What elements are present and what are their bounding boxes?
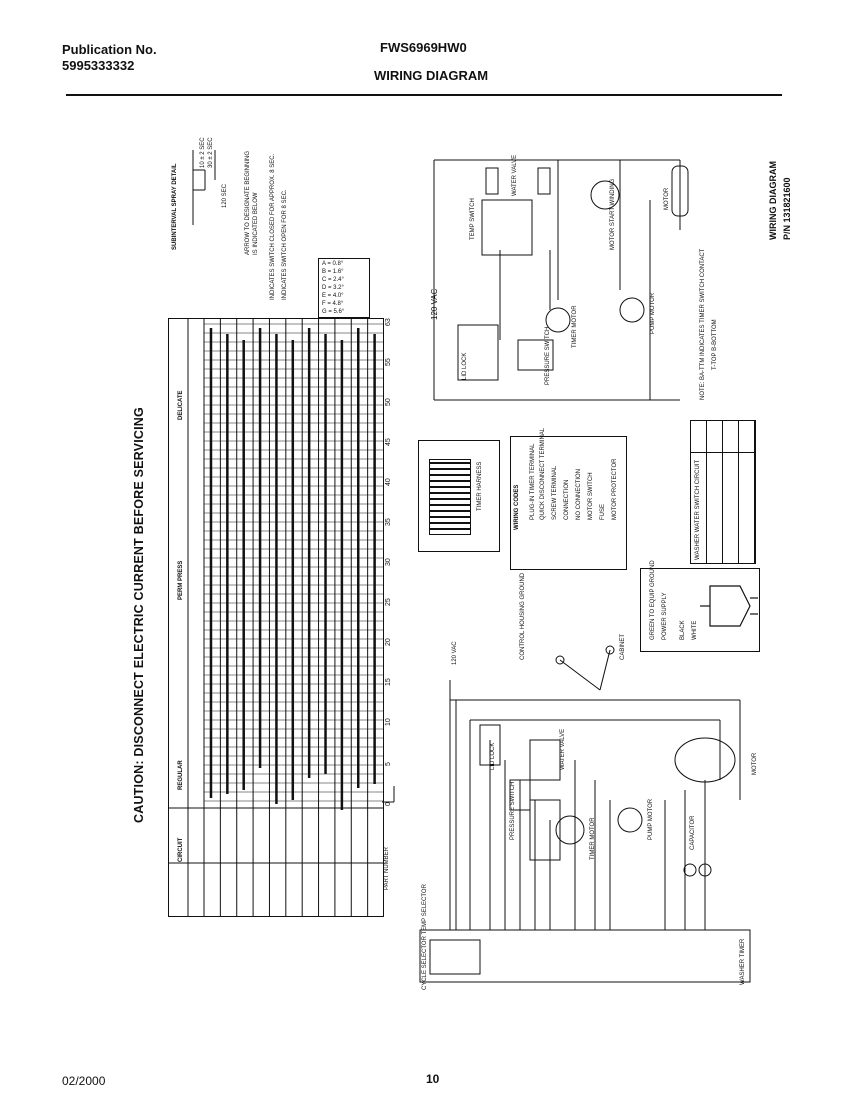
wiring-lid-lock: LID LOCK (490, 742, 496, 770)
spray-off: 120 SEC (222, 183, 228, 208)
chart-circuit-header: CIRCUIT (178, 837, 184, 862)
chart-cam-bar (340, 340, 344, 810)
header-rule (66, 94, 782, 96)
wiring-code-5: NO CONNECTION (576, 469, 582, 520)
wiring-capacitor: CAPACITOR (690, 815, 696, 850)
publication-number: 5995333332 (62, 58, 135, 73)
chart-cam-bar (209, 328, 213, 798)
wiring-motor: MOTOR (752, 752, 758, 775)
spray-on-1: 10 ± 2 SEC (200, 137, 206, 168)
power-cord-label: 120 VAC (452, 641, 458, 665)
legend-note-1: INDICATES SWITCH CLOSED FOR APPROX. 8 SE… (270, 153, 276, 300)
wiring-pictorial (419, 645, 751, 983)
chart-step-label: 5 (385, 762, 392, 766)
chart-pointer-arrow (382, 786, 395, 803)
spray-note-2: IS INDICATED BELOW (253, 192, 259, 255)
chart-step-label: 30 (385, 558, 392, 566)
spray-detail (192, 150, 216, 225)
chart-cam-bar (307, 328, 311, 778)
schematic-line-voltage: 120 VAC (430, 288, 439, 320)
schematic-pn: P/N 131821600 (782, 177, 792, 240)
wiring-water-valve: WATER VALVE (560, 728, 566, 770)
wiring-code-7: FUSE (600, 503, 606, 520)
schematic-motor-start: MOTOR START WINDING (610, 178, 616, 250)
publication-label: Publication No. (62, 42, 157, 57)
wiring-code-8: MOTOR PROTECTOR (612, 458, 618, 520)
knob-table: A = 0.8° B = 1.6° C = 2.4° D = 3.2° E = … (318, 258, 370, 318)
schematic-title: WIRING DIAGRAM (768, 161, 778, 240)
schematic-motor: MOTOR (664, 187, 670, 210)
timer-chart: 0 5 10 15 20 25 30 35 40 45 50 55 63 (168, 318, 392, 917)
spray-on-2: 30 ± 2 SEC (208, 137, 214, 168)
model-number: FWS6969HW0 (380, 40, 467, 55)
chart-step-label: 45 (385, 438, 392, 446)
chart-cam-bar (291, 340, 295, 800)
wiring-code-4: CONNECTION (564, 479, 570, 520)
timer-harness: TIMER HARNESS (418, 440, 500, 552)
chart-step-label: 10 (385, 718, 392, 726)
wiring-cabinet: CABINET (620, 633, 626, 660)
chart-section-regular: REGULAR (178, 760, 184, 790)
wiring-cycle-selector: CYCLE SELECTOR TEMP SELECTOR (422, 884, 428, 990)
schematic-diagram (433, 159, 689, 401)
wiring-code-2: QUICK DISCONNECT TERMINAL (540, 427, 546, 520)
wiring-code-1: PLUG-IN TIMER TERMINAL (530, 443, 536, 520)
chart-section-delicate: DELICATE (178, 390, 184, 420)
schematic-timer-motor: TIMER MOTOR (572, 305, 578, 348)
schematic-pressure-switch: PRESSURE SWITCH (545, 326, 551, 385)
chart-step-label: 15 (385, 678, 392, 686)
footer-date: 02/2000 (62, 1074, 106, 1088)
wiring-control-ground: CONTROL HOUSING GROUND (520, 572, 526, 660)
chart-cam-bar (242, 340, 245, 790)
chart-cam-bar (373, 334, 376, 784)
switch-table (690, 420, 756, 564)
wiring-timer-motor: TIMER MOTOR (590, 817, 596, 860)
wiring-codes-title: WIRING CODES (514, 484, 520, 530)
caution-text: CAUTION: DISCONNECT ELECTRIC CURRENT BEF… (132, 407, 146, 823)
chart-cam-bar (226, 334, 229, 794)
chart-cam-bar (324, 334, 327, 774)
schematic-water-valve: WATER VALVE (512, 154, 518, 196)
wiring-pump-motor: PUMP MOTOR (648, 798, 654, 840)
chart-cam-bar (258, 328, 262, 768)
page-number: 10 (426, 1072, 440, 1086)
page-title: WIRING DIAGRAM (374, 68, 489, 83)
chart-step-label: 35 (385, 518, 392, 526)
schematic-note: NOTE: BA-TTM INDICATES TIMER SWITCH CONT… (700, 248, 706, 400)
schematic-pump-motor: PUMP MOTOR (650, 292, 656, 334)
switch-table-title: WASHER WATER SWITCH CIRCUIT (695, 459, 701, 560)
spray-detail-title: SUBINTERVAL SPRAY DETAIL (172, 163, 178, 250)
chart-step-label: 25 (385, 598, 392, 606)
schematic-note-2: T-TOP B-BOTTOM (712, 319, 718, 370)
chart-section-perm-press: PERM PRESS (178, 560, 184, 600)
chart-step-label: 63 (385, 318, 392, 326)
plug-icon (700, 585, 758, 627)
chart-cam-bar (275, 334, 278, 804)
wiring-code-6: MOTOR SWITCH (588, 472, 594, 520)
wiring-washer-timer: WASHER TIMER (740, 938, 746, 985)
chart-step-label: 55 (385, 358, 392, 366)
legend-note-2: INDICATES SWITCH OPEN FOR 8 SEC. (282, 189, 288, 300)
plug-detail-box (640, 568, 760, 652)
spray-note-1: ARROW TO DESIGNATE BEGINNING (245, 150, 251, 255)
wiring-pressure-switch: PRESSURE SWITCH (510, 781, 516, 840)
chart-step-label: 40 (385, 478, 392, 486)
schematic-temp-switch: TEMP SWITCH (470, 198, 476, 240)
chart-step-label: 20 (385, 638, 392, 646)
schematic-lid-lock: LID LOCK (462, 352, 468, 380)
chart-step-label: 50 (385, 398, 392, 406)
chart-step-label: 0 (385, 802, 392, 806)
wiring-code-3: SCREW TERMINAL (552, 465, 558, 520)
wiring-codes-box (510, 436, 627, 570)
chart-part-number: PART NUMBER (384, 846, 390, 890)
